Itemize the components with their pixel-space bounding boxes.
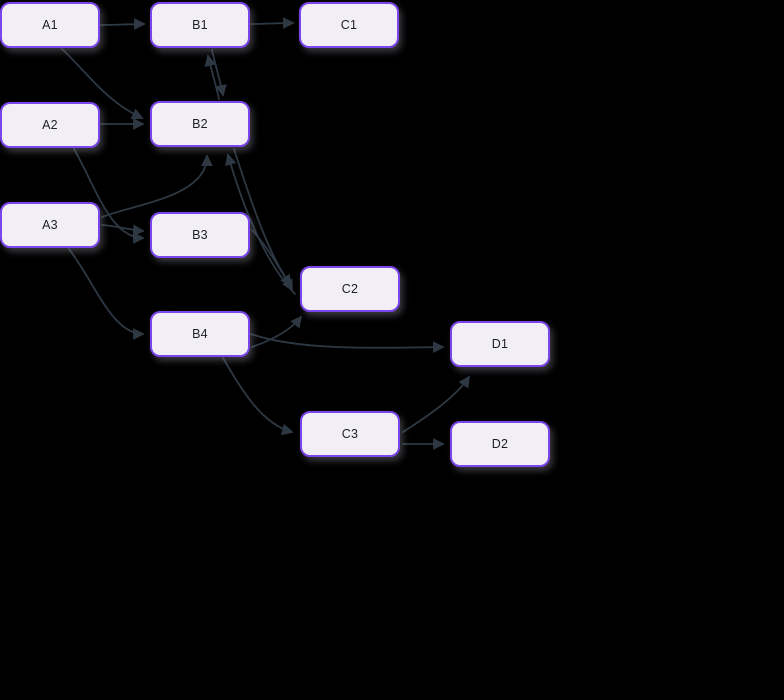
edge-B1-C1 <box>250 17 295 29</box>
edge-B3-C2 <box>251 229 293 292</box>
node-b3[interactable]: B3 <box>150 212 250 258</box>
node-a1-label: A1 <box>42 18 58 32</box>
node-a2[interactable]: A2 <box>0 102 100 148</box>
node-b1-label: B1 <box>192 18 208 32</box>
edge-A3-B3 <box>101 224 145 237</box>
node-d2-label: D2 <box>491 437 509 451</box>
node-b4[interactable]: B4 <box>150 311 250 357</box>
node-b3-label: B3 <box>192 228 208 242</box>
edge-B2-B1 <box>204 54 220 100</box>
edge-A3-B4 <box>68 248 145 340</box>
node-d2[interactable]: D2 <box>450 421 550 467</box>
node-a1[interactable]: A1 <box>0 2 100 48</box>
node-c1[interactable]: C1 <box>299 2 399 48</box>
edge-B4-D1 <box>250 333 445 354</box>
edge-B4-C2 <box>251 315 303 348</box>
node-a2-label: A2 <box>42 118 58 132</box>
node-b2[interactable]: B2 <box>150 101 250 147</box>
node-c3-label: C3 <box>341 427 359 441</box>
edge-C3-D1 <box>402 375 470 433</box>
node-d1[interactable]: D1 <box>450 321 550 367</box>
node-b1[interactable]: B1 <box>150 2 250 48</box>
node-b2-label: B2 <box>192 117 208 131</box>
edge-A1-B2 <box>61 48 144 120</box>
edge-B4-C3 <box>222 357 294 436</box>
edge-B1-B2 <box>211 49 227 97</box>
node-a3[interactable]: A3 <box>0 202 100 248</box>
node-d1-label: D1 <box>491 337 509 351</box>
node-c2-label: C2 <box>341 282 359 296</box>
node-b4-label: B4 <box>192 327 208 341</box>
node-a3-label: A3 <box>42 218 58 232</box>
node-c3[interactable]: C3 <box>300 411 400 457</box>
node-c2[interactable]: C2 <box>300 266 400 312</box>
edge-A3-B2 <box>101 154 213 218</box>
node-c1-label: C1 <box>340 18 358 32</box>
edge-A1-B1 <box>100 18 146 30</box>
